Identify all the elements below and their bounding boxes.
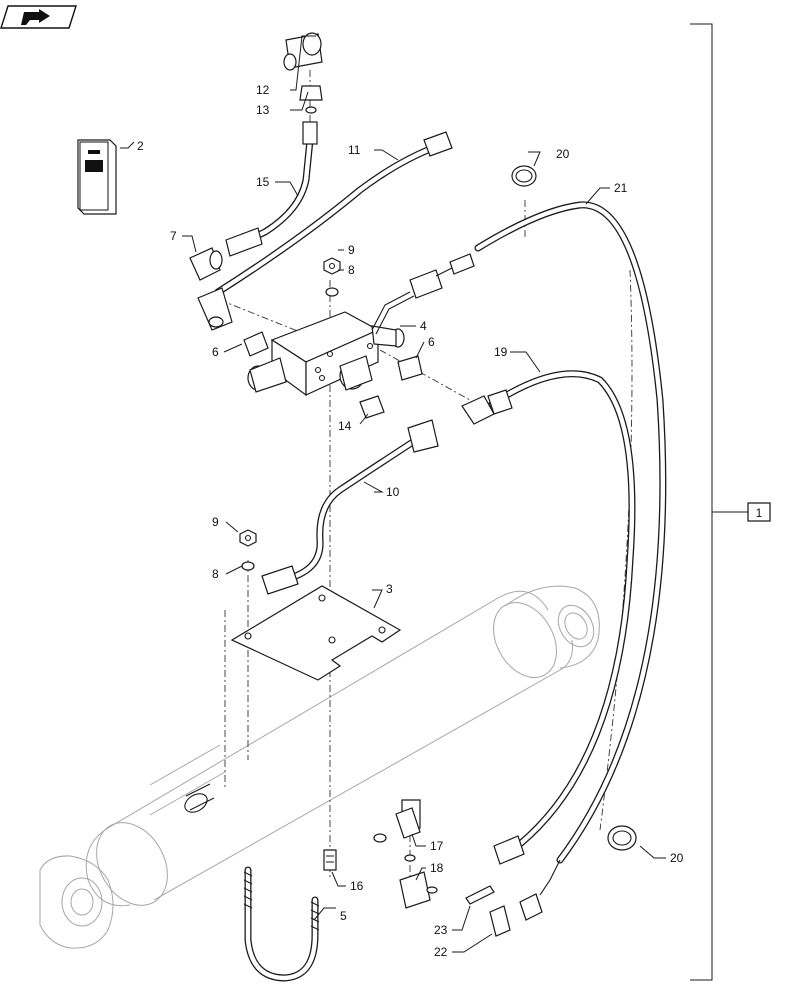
fitting-6-left <box>243 331 269 357</box>
mounting-plate-3 <box>230 585 402 681</box>
callout-11: 11 <box>348 143 361 157</box>
elbow-fitting-18 <box>399 854 438 909</box>
callouts: 2 3 4 5 6 6 7 8 8 9 9 10 11 12 13 14 15 … <box>137 83 684 959</box>
fitting-13 <box>299 85 323 114</box>
hose-19 <box>461 370 636 865</box>
bolt-16 <box>323 849 337 871</box>
callout-7: 7 <box>170 229 177 243</box>
hose-15 <box>225 121 318 257</box>
solenoid-connector <box>371 253 475 335</box>
callout-14: 14 <box>338 419 352 433</box>
callout-15: 15 <box>256 175 270 189</box>
fitting-14 <box>359 395 385 419</box>
nut-9-lower <box>239 529 257 547</box>
callout-18: 18 <box>430 861 444 875</box>
callout-6b: 6 <box>428 335 435 349</box>
callout-2: 2 <box>137 139 144 153</box>
callout-13: 13 <box>256 103 270 117</box>
callout-8a: 8 <box>348 263 355 277</box>
connector-22 <box>489 893 543 937</box>
callout-23: 23 <box>434 923 448 937</box>
callout-20a: 20 <box>556 147 570 161</box>
callout-22: 22 <box>434 945 448 959</box>
u-bolt-5 <box>243 866 320 982</box>
fitting-6-right <box>397 355 423 381</box>
elbow-fitting-lower <box>197 287 233 331</box>
elbow-fitting-7 <box>189 247 223 281</box>
nut-9-top <box>323 257 341 275</box>
leader-lines <box>120 35 666 953</box>
hydraulic-cylinder <box>39 585 600 949</box>
fitting-12 <box>283 32 323 71</box>
hose-11 <box>214 131 453 296</box>
callout-9b: 9 <box>212 515 219 529</box>
callout-6a: 6 <box>212 345 219 359</box>
tee-fitting-17 <box>373 799 421 843</box>
washer-8-lower <box>241 561 255 571</box>
callout-5: 5 <box>340 909 347 923</box>
assembly-lines <box>219 70 633 880</box>
pin-23 <box>465 885 495 905</box>
book-arrow-icon[interactable] <box>0 5 77 29</box>
hose-10 <box>261 419 439 595</box>
callout-4: 4 <box>420 319 427 333</box>
callout-20b: 20 <box>670 851 684 865</box>
assembly-bracket <box>690 23 748 981</box>
callout-10: 10 <box>386 485 400 499</box>
manual-document <box>77 139 117 215</box>
assembly-callout-text: 1 <box>756 506 763 520</box>
callout-3: 3 <box>386 582 393 596</box>
harness-21 <box>474 201 667 896</box>
assembly-callout-box: 1 <box>747 502 771 522</box>
clamp-20-top <box>511 165 537 187</box>
callout-8b: 8 <box>212 567 219 581</box>
callout-19: 19 <box>494 345 508 359</box>
valve-block-4 <box>247 311 405 397</box>
callout-12: 12 <box>256 83 270 97</box>
callout-9a: 9 <box>348 243 355 257</box>
callout-16: 16 <box>350 879 364 893</box>
callout-21: 21 <box>614 181 628 195</box>
clamp-20-bottom <box>607 825 637 851</box>
washer-8-top <box>325 287 339 297</box>
callout-17: 17 <box>430 839 444 853</box>
